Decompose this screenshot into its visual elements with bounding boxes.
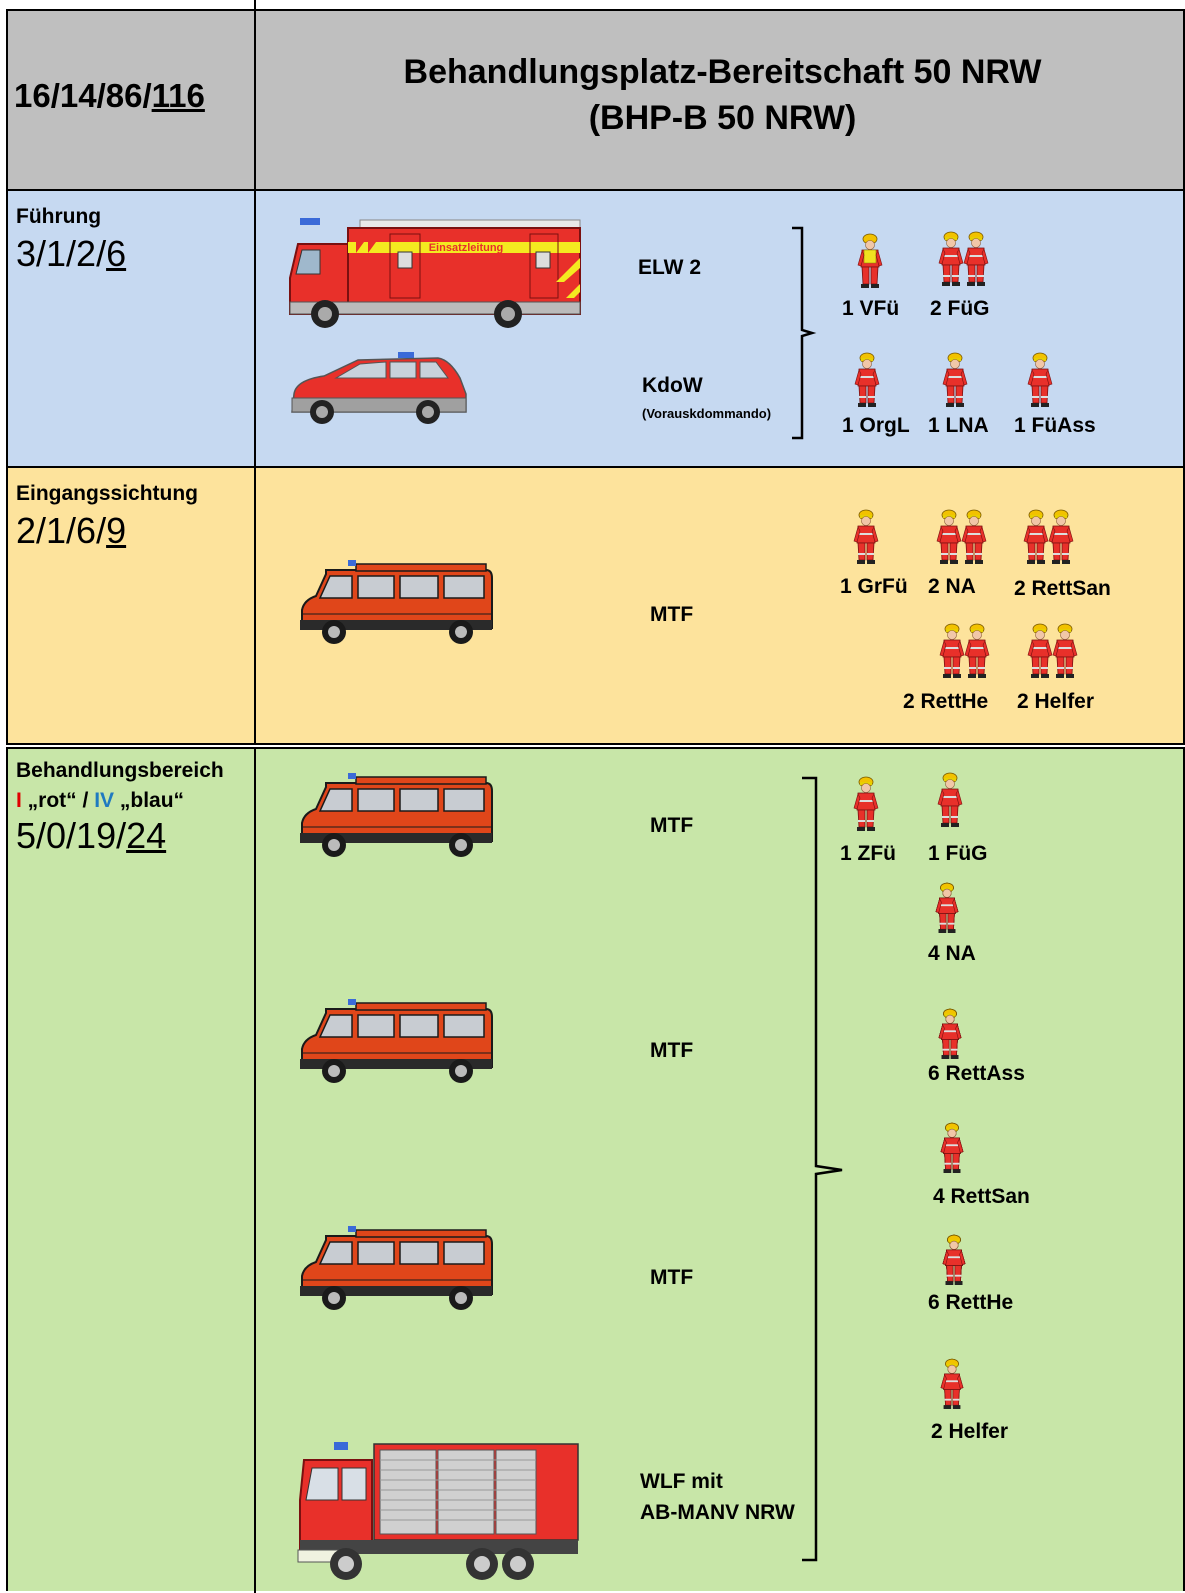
personnel-label-vfue: 1 VFü — [842, 297, 900, 320]
mtf-van-icon — [296, 771, 496, 861]
person-icon-na — [961, 508, 987, 566]
header-row: 16/14/86/116 Behandlungsplatz-Bereitscha… — [6, 9, 1185, 191]
person-icon-vfue — [857, 232, 883, 290]
person-icon — [938, 1006, 962, 1062]
vehicle-label-wlf-line2: AB-MANV NRW — [640, 1501, 795, 1524]
header-code-total: 116 — [151, 77, 205, 114]
personnel-label-rettsan: 2 RettSan — [1014, 577, 1111, 600]
section-title-fuehrung: Führung — [16, 205, 102, 228]
vehicle-label-mtf: MTF — [650, 1039, 694, 1062]
person-icon — [940, 1356, 964, 1412]
page-title-line1: Behandlungsplatz-Bereitschaft 50 NRW — [403, 53, 1042, 91]
person-icon-fueass — [1027, 351, 1053, 409]
section-title-behandlungsbereich: Behandlungsbereich — [16, 759, 224, 782]
strength-behandlungsbereich: 5/0/19/24 — [16, 815, 166, 857]
personnel-label-grfue: 1 GrFü — [840, 575, 908, 598]
strength-eingangssichtung: 2/1/6/9 — [16, 510, 126, 552]
vehicle-label-wlf: WLF mit AB-MANV NRW — [640, 1466, 795, 1528]
personnel-label-na: 2 NA — [928, 575, 976, 598]
section-title-eingangssichtung: Eingangssichtung — [16, 482, 199, 505]
person-icon-fueg — [937, 771, 963, 829]
person-icon — [942, 1232, 966, 1288]
strength-total: 24 — [126, 815, 167, 856]
person-icon-orgl — [854, 351, 880, 409]
person-icon-na — [936, 508, 962, 566]
person-icon-helfer — [1052, 622, 1078, 680]
personnel-label-na: 4 NA — [928, 942, 976, 965]
personnel-label-retthe: 6 RettHe — [928, 1291, 1014, 1314]
person-icon — [940, 1120, 964, 1176]
brace-behandlungsbereich — [802, 776, 843, 1562]
personnel-label-rettsan: 4 RettSan — [933, 1185, 1030, 1208]
vehicle-label-mtf: MTF — [650, 603, 694, 626]
section-divider — [254, 749, 256, 1593]
header-divider — [254, 11, 256, 191]
vehicle-label-mtf: MTF — [650, 1266, 694, 1289]
personnel-label-retthe: 2 RettHe — [903, 690, 989, 713]
kdow-car-icon — [291, 352, 467, 424]
top-divider-line — [254, 0, 256, 10]
strength-total: 6 — [106, 233, 127, 274]
person-icon-grfue — [853, 508, 879, 566]
person-icon-zfue — [853, 775, 879, 833]
strength-total: 9 — [106, 510, 127, 551]
strength-prefix: 5/0/19/ — [16, 815, 127, 856]
elw-truck-icon: Einsatzleitung — [289, 218, 581, 328]
brace-fuehrung — [792, 226, 817, 440]
person-icon-lna — [942, 351, 968, 409]
elw-vehicle-text: Einsatzleitung — [429, 242, 504, 254]
wlf-truck-icon — [297, 1442, 579, 1580]
section-behandlungsbereich: Behandlungsbereich I „rot“ / IV „blau“ 5… — [6, 747, 1185, 1593]
header-code-prefix: 16/14/86/ — [14, 77, 152, 114]
personnel-label-fueg: 2 FüG — [930, 297, 990, 320]
vehicle-label-wlf-line1: WLF mit — [640, 1470, 723, 1493]
strength-fuehrung: 3/1/2/6 — [16, 233, 126, 275]
subtitle-rot: „rot“ / — [21, 789, 95, 812]
personnel-label-rettass: 6 RettAss — [928, 1062, 1025, 1085]
personnel-label-zfue: 1 ZFü — [840, 842, 896, 865]
person-icon-rettsan — [1023, 508, 1049, 566]
header-strength-code: 16/14/86/116 — [14, 77, 205, 115]
person-icon-rettsan — [1048, 508, 1074, 566]
personnel-label-helfer: 2 Helfer — [931, 1420, 1009, 1443]
vehicle-label-elw2: ELW 2 — [638, 256, 702, 279]
person-icon-retthe — [964, 622, 990, 680]
mtf-van-icon — [296, 558, 496, 648]
personnel-label-orgl: 1 OrgL — [842, 414, 910, 437]
section-fuehrung: Führung 3/1/2/6 — [6, 189, 1185, 468]
personnel-label-lna: 1 LNA — [928, 414, 989, 437]
vehicle-sublabel-kdow: (Vorauskdommando) — [642, 406, 772, 421]
vehicle-label-mtf: MTF — [650, 814, 694, 837]
person-icon-fueg — [963, 230, 989, 288]
subtitle-blau: „blau“ — [114, 789, 185, 812]
strength-prefix: 2/1/6/ — [16, 510, 107, 551]
personnel-label-fueass: 1 FüAss — [1014, 414, 1096, 437]
section-divider — [254, 468, 256, 745]
person-icon — [935, 880, 959, 936]
strength-prefix: 3/1/2/ — [16, 233, 107, 274]
section-subtitle-behandlungsbereich: I „rot“ / IV „blau“ — [16, 789, 184, 813]
person-icon-fueg — [938, 230, 964, 288]
personnel-label-helfer: 2 Helfer — [1017, 690, 1095, 713]
mtf-van-icon — [296, 1224, 496, 1314]
page-title-line2: (BHP-B 50 NRW) — [588, 99, 857, 137]
vehicle-label-kdow: KdoW — [642, 374, 703, 397]
page-title: Behandlungsplatz-Bereitschaft 50 NRW (BH… — [258, 49, 1185, 141]
section-divider — [254, 191, 256, 468]
person-icon-retthe — [939, 622, 965, 680]
personnel-label-fueg: 1 FüG — [928, 842, 988, 865]
person-icon-helfer — [1027, 622, 1053, 680]
mtf-van-icon — [296, 997, 496, 1087]
section-eingangssichtung: Eingangssichtung 2/1/6/9 — [6, 466, 1185, 745]
roman-iv: IV — [94, 789, 115, 812]
roman-i: I — [16, 789, 22, 812]
